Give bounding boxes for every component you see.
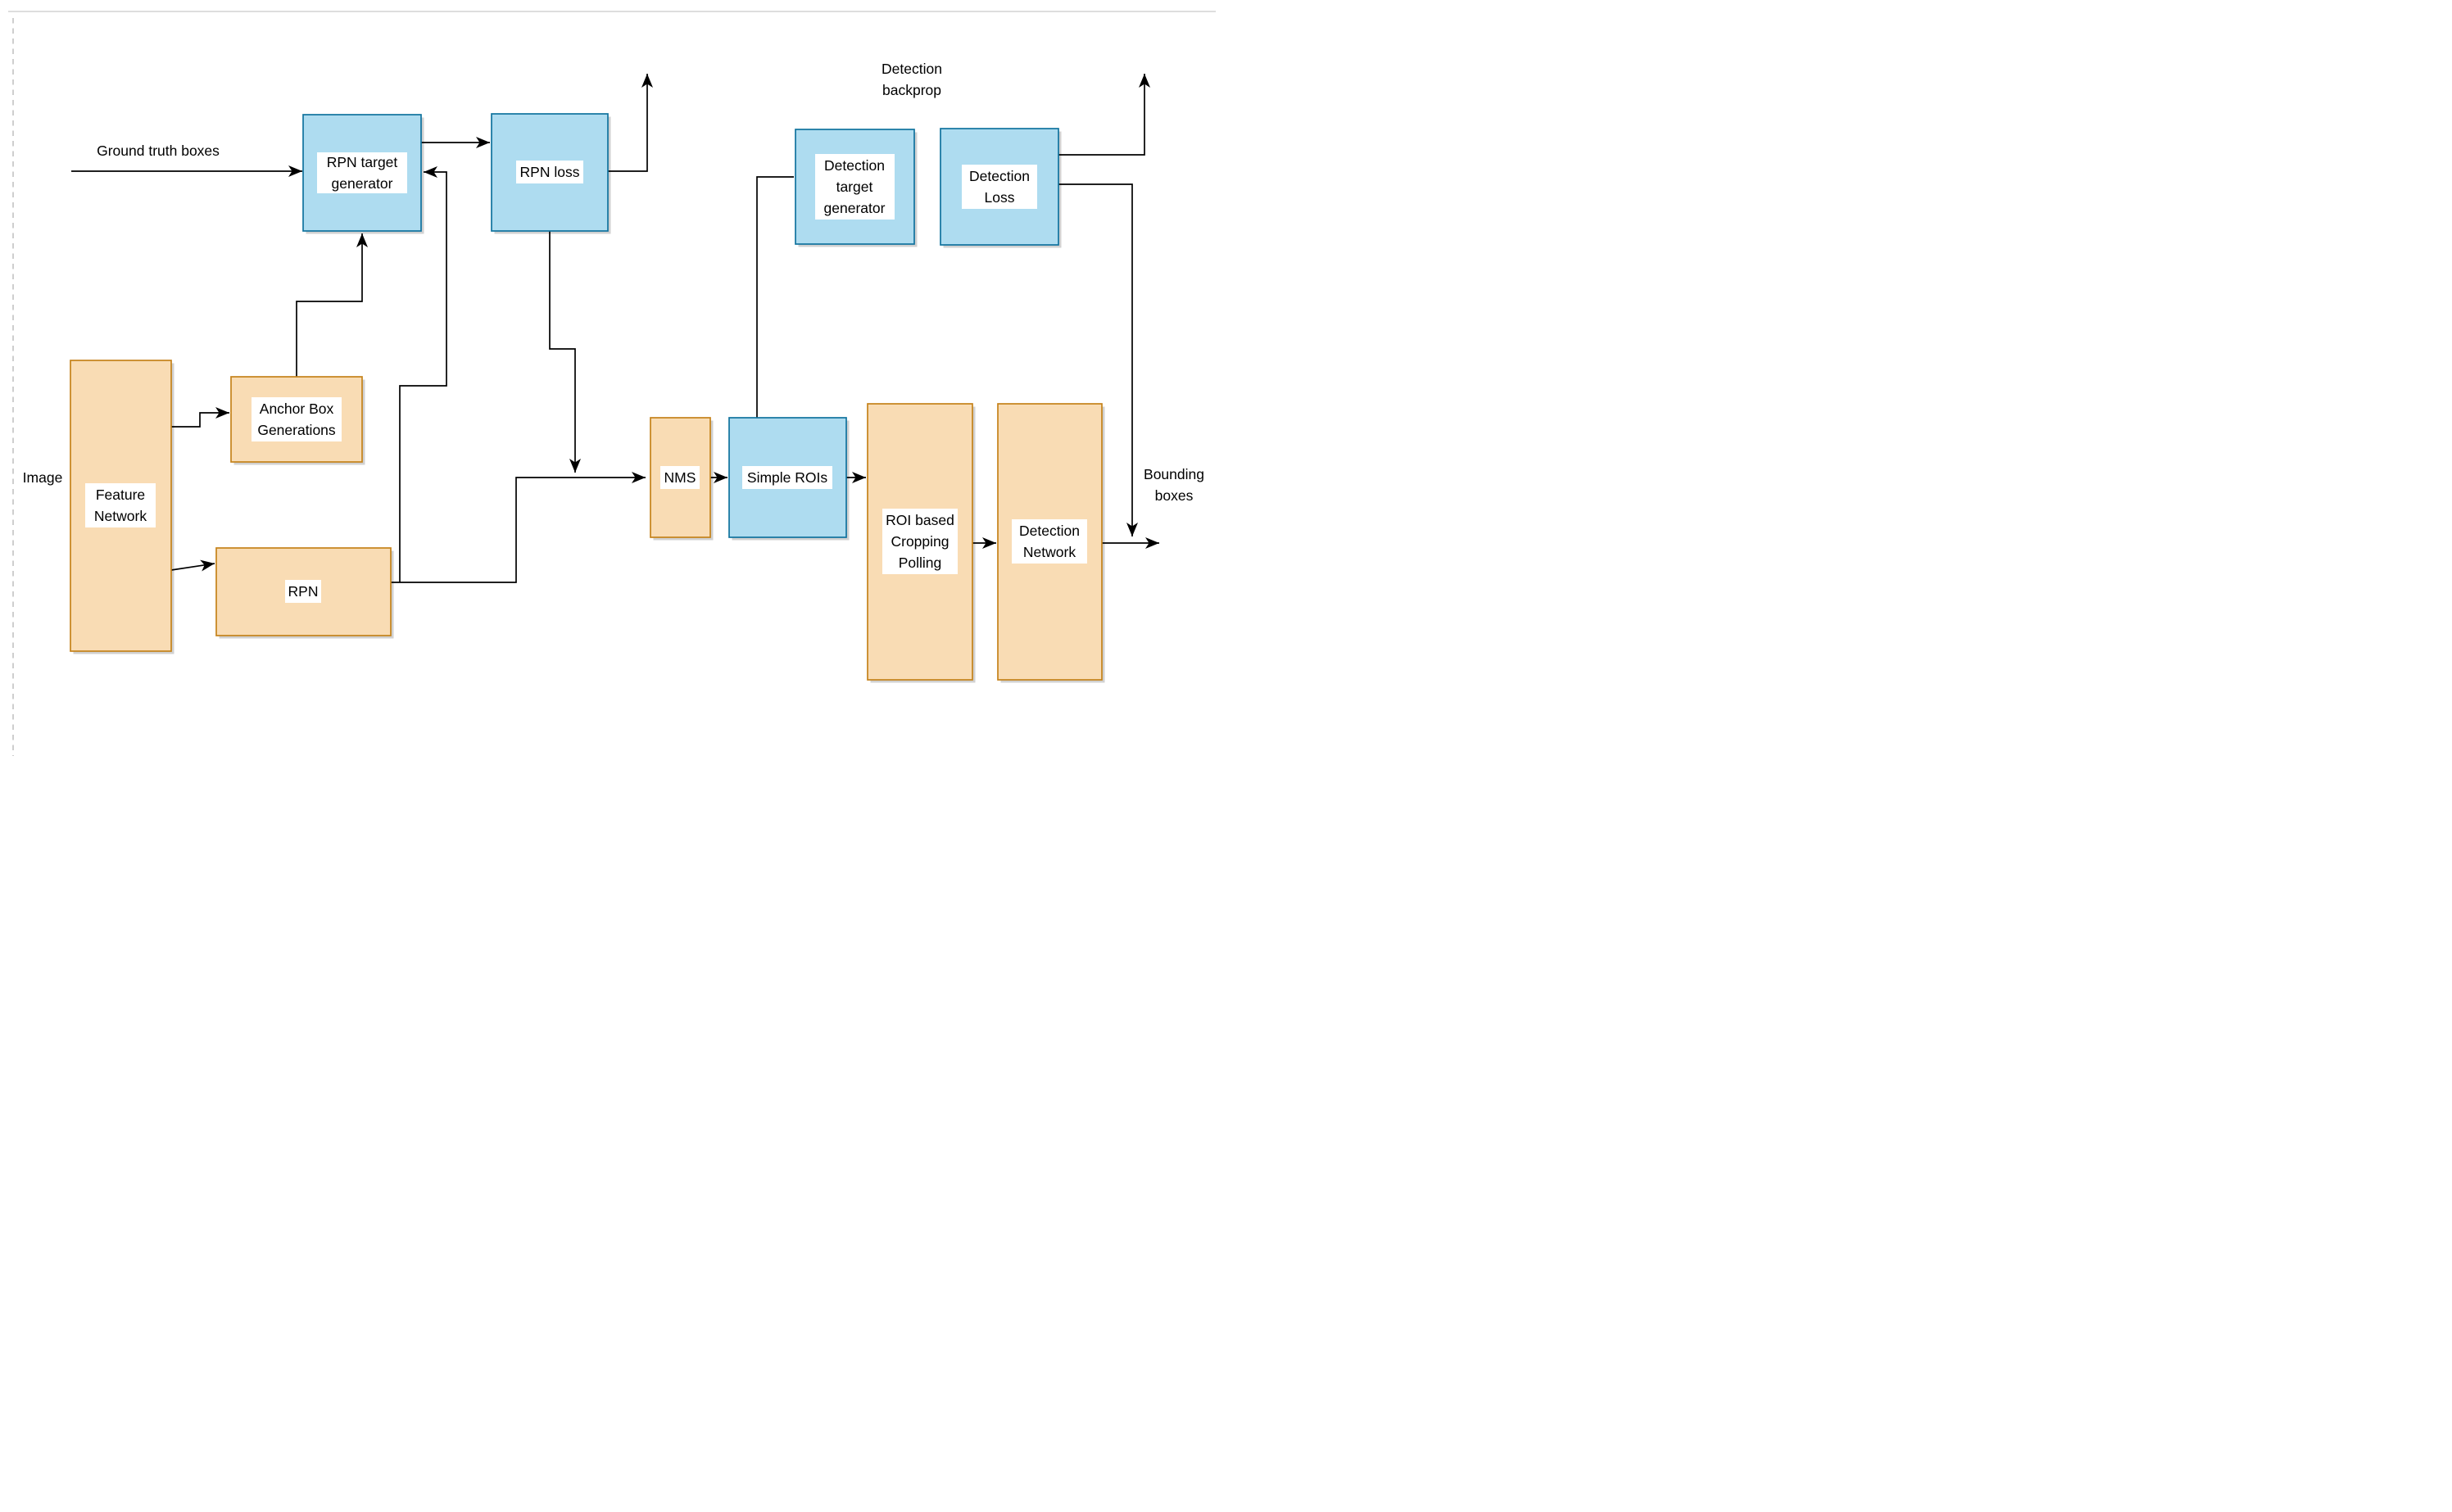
- label-background: [252, 397, 342, 441]
- node-label: generator: [332, 175, 393, 192]
- node-label: Detection: [824, 157, 885, 174]
- node-label: Cropping: [891, 533, 949, 550]
- label-background: [815, 154, 895, 220]
- label-background: [285, 580, 321, 603]
- node-simple-rois: Simple ROIs: [728, 417, 847, 538]
- node-label: Simple ROIs: [747, 469, 827, 486]
- wire-rpn-to-nms: [391, 472, 646, 583]
- node-label: RPN loss: [520, 164, 580, 180]
- node-label: Detection: [969, 168, 1030, 184]
- node-label: Generations: [257, 422, 336, 438]
- label-background: [317, 152, 407, 193]
- label-background: [516, 161, 583, 183]
- label-background: [1012, 519, 1087, 564]
- label-background: [882, 509, 958, 574]
- node-label: NMS: [664, 469, 696, 486]
- wire-rpn-feedback-to-rpn-target-generator: [399, 166, 447, 582]
- node-label: Loss: [985, 189, 1015, 206]
- node-roi-based-cropping-polling: ROI based Cropping Polling: [867, 403, 973, 681]
- label-image: Image: [23, 469, 63, 486]
- label-background: [660, 466, 700, 489]
- wire-detection-loss-backprop-down: [1058, 183, 1138, 536]
- node-label: ROI based: [886, 512, 954, 528]
- wire-feature-network-to-rpn: [170, 559, 215, 572]
- node-detection-target-generator: Detection target generator: [795, 129, 915, 245]
- node-label: RPN: [288, 583, 319, 600]
- label-ground-truth-boxes: Ground truth boxes: [97, 143, 220, 159]
- node-rpn: RPN: [215, 547, 392, 636]
- node-feature-network: Feature Network: [70, 360, 172, 652]
- node-nms: NMS: [650, 417, 711, 538]
- node-detection-network: Detection Network: [997, 403, 1103, 681]
- label-text: Detection: [882, 61, 942, 77]
- label-text: boxes: [1155, 487, 1194, 504]
- label-bounding-boxes: Bounding boxes: [1144, 466, 1204, 504]
- label-text: Image: [23, 469, 63, 486]
- node-anchor-box-generations: Anchor Box Generations: [230, 376, 363, 463]
- wire-rpn-loss-output-up: [608, 74, 653, 172]
- node-label: target: [836, 179, 873, 195]
- label-background: [962, 165, 1037, 209]
- node-label: Detection: [1019, 523, 1080, 539]
- node-label: Network: [1023, 544, 1076, 560]
- flowchart-svg: RPN target generator RPN loss Detection …: [8, 11, 1216, 756]
- wires: [71, 74, 1159, 583]
- label-text: Ground truth boxes: [97, 143, 220, 159]
- node-detection-loss: Detection Loss: [940, 128, 1059, 246]
- node-rpn-target-generator: RPN target generator: [302, 114, 422, 232]
- wire-detection-loss-output-up: [1058, 74, 1150, 156]
- wire-simple-rois-to-detection-target-generator: [756, 176, 794, 418]
- node-rpn-loss: RPN loss: [491, 113, 609, 232]
- label-text: Bounding: [1144, 466, 1204, 482]
- label-background: [742, 466, 832, 489]
- node-label: Anchor Box: [260, 401, 334, 417]
- label-detection-backprop: Detection backprop: [882, 61, 942, 98]
- label-text: backprop: [882, 82, 941, 98]
- node-label: Network: [94, 508, 147, 524]
- wire-feature-network-to-anchor-box: [171, 407, 229, 428]
- diagram-canvas: RPN target generator RPN loss Detection …: [0, 0, 1226, 756]
- node-label: generator: [824, 200, 886, 216]
- wire-rpn-loss-backprop-down: [549, 231, 581, 473]
- node-label: Polling: [899, 555, 942, 571]
- node-label: RPN target: [327, 154, 398, 170]
- wire-anchor-box-to-rpn-target-generator: [296, 233, 368, 377]
- node-label: Feature: [96, 487, 145, 503]
- label-background: [85, 483, 156, 527]
